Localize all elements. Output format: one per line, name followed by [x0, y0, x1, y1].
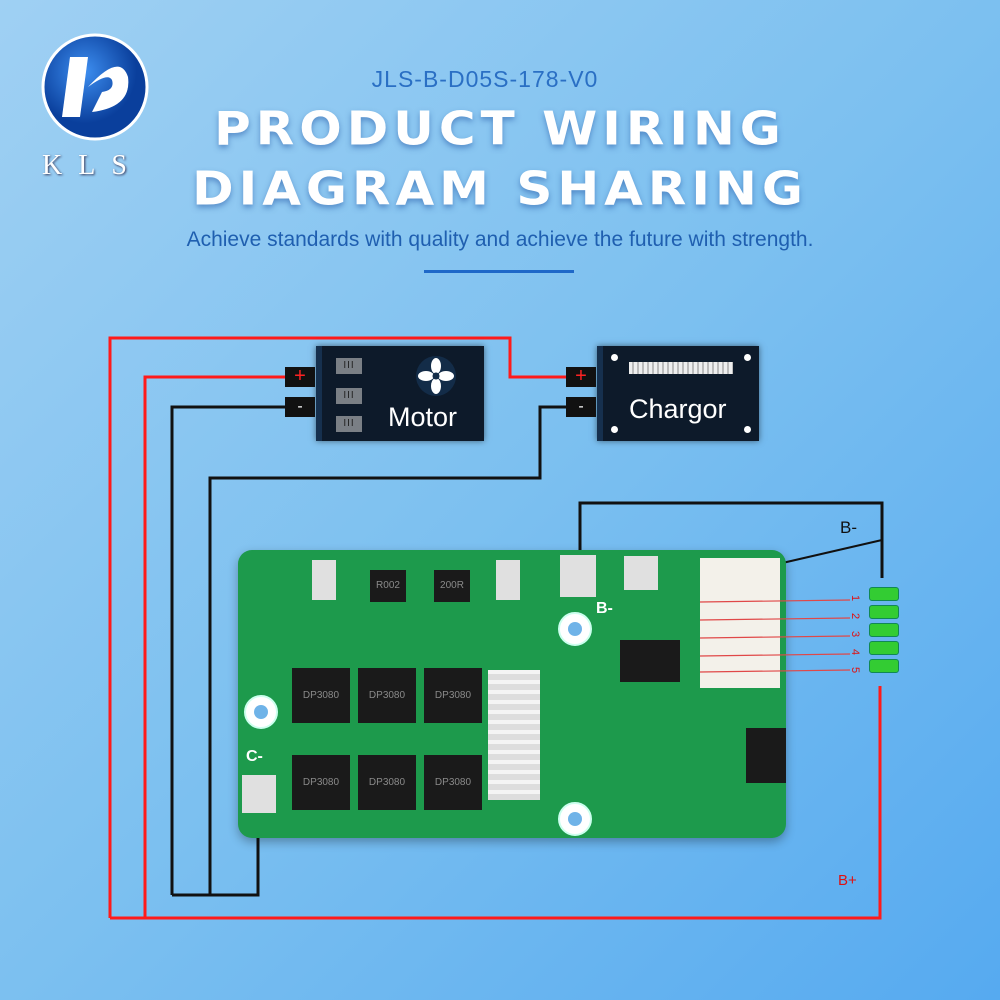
product-code: JLS-B-D05S-178-V0	[371, 66, 599, 92]
charger-label: Chargor	[629, 394, 727, 424]
charger-minus-terminal: -	[566, 397, 596, 417]
b-plus-label: B+	[838, 872, 857, 889]
balance-wires	[700, 599, 851, 673]
negative-wire-motor	[170, 405, 285, 895]
positive-wire-motor	[143, 375, 285, 918]
resistor: 200R	[434, 570, 470, 602]
cell-label-2: 2	[849, 612, 862, 620]
positive-wire-charger	[108, 336, 570, 918]
mosfet: DP3080	[292, 668, 350, 723]
mosfet: DP3080	[358, 755, 416, 810]
mosfet: DP3080	[292, 755, 350, 810]
c-minus-pad-label: C-	[246, 748, 263, 765]
charger-box: Chargor	[597, 346, 759, 441]
fan-icon	[416, 356, 456, 396]
motor-label: Motor	[388, 402, 458, 432]
mosfet: DP3080	[424, 755, 482, 810]
vent-icon: III	[336, 416, 362, 432]
motor-box: III III III Motor	[316, 346, 484, 441]
negative-wire-cminus	[172, 838, 260, 897]
title-line-1: PRODUCT WIRING	[214, 102, 786, 156]
charge-indicator	[629, 362, 733, 374]
mosfet: DP3080	[424, 668, 482, 723]
charger-plus-terminal: +	[566, 366, 596, 387]
vent-icon: III	[336, 388, 362, 404]
subtitle: Achieve standards with quality and achie…	[186, 228, 814, 251]
resistor: R002	[370, 570, 406, 602]
kls-logo	[41, 33, 149, 141]
battery-pack	[866, 584, 902, 684]
b-minus-label: B-	[840, 518, 857, 537]
b-minus-pad-label: B-	[596, 600, 613, 617]
mosfet: DP3080	[358, 668, 416, 723]
cell-label-3: 3	[849, 630, 862, 638]
motor-minus-terminal: -	[285, 397, 315, 417]
bms-pcb: R002 200R B- C- DP3080 DP3080 DP3080 DP3…	[238, 550, 786, 838]
cell-label-4: 4	[849, 648, 862, 656]
cell-label-1: 1	[849, 594, 862, 602]
title-line-2: DIAGRAM SHARING	[192, 162, 808, 216]
vent-icon: III	[336, 358, 362, 374]
cell-label-5: 5	[849, 666, 862, 674]
brand-name: KLS	[42, 150, 143, 181]
positive-wire-bplus	[110, 686, 882, 920]
title-divider	[424, 270, 574, 273]
negative-wire-charger	[208, 405, 570, 895]
motor-plus-terminal: +	[285, 366, 315, 387]
